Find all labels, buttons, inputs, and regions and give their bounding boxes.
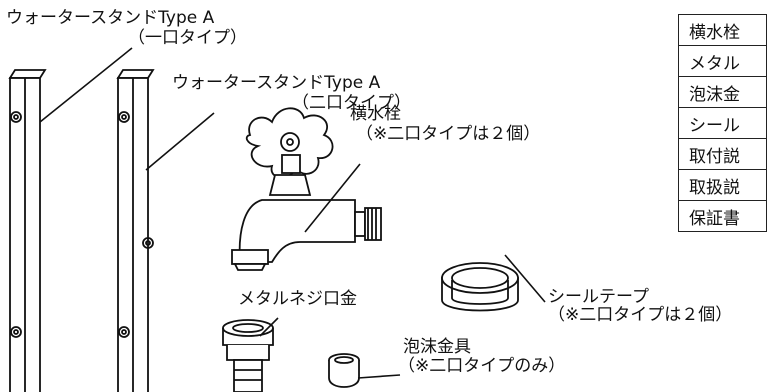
parts-cell: メタル xyxy=(678,45,767,77)
table-row: 取付説 xyxy=(678,138,767,170)
parts-cell: 泡沫金 xyxy=(678,76,767,108)
parts-cell: 取付説 xyxy=(678,138,767,170)
faucet xyxy=(231,107,382,271)
seal-tape-label: シールテープ xyxy=(548,287,649,307)
table-row: 取扱説 xyxy=(678,169,767,201)
parts-cell: 保証書 xyxy=(678,200,767,232)
water-stand-single xyxy=(8,69,47,392)
stand-double-label: ウォータースタンドType A xyxy=(172,73,381,93)
table-row: 泡沫金 xyxy=(678,76,767,108)
table-row: シール xyxy=(678,107,767,139)
water-stand-double xyxy=(116,69,155,392)
parts-cell: 取扱説 xyxy=(678,169,767,201)
leader-lines xyxy=(39,47,546,379)
stand-double-sublabel: （二口タイプ） xyxy=(292,93,411,113)
aerator-label: 泡沫金具 xyxy=(403,337,471,357)
table-row: 保証書 xyxy=(678,200,767,232)
seal-tape xyxy=(441,262,519,312)
metal-nozzle-label: メタルネジ口金 xyxy=(238,289,357,309)
stand-single-sublabel: （一口タイプ） xyxy=(128,28,247,48)
table-row: メタル xyxy=(678,45,767,77)
table-row: 横水栓 xyxy=(678,14,767,46)
faucet-label: 横水栓 xyxy=(350,104,401,124)
faucet-sublabel: （※二口タイプは２個） xyxy=(356,124,541,144)
metal-nozzle xyxy=(222,319,274,392)
parts-cell: シール xyxy=(678,107,767,139)
parts-cell: 横水栓 xyxy=(678,14,767,46)
stand-single-label: ウォータースタンドType A xyxy=(6,8,215,28)
parts-list-table: 横水栓 メタル 泡沫金 シール 取付説 取扱説 保証書 xyxy=(678,14,767,232)
aerator-fitting xyxy=(328,353,360,388)
seal-tape-sublabel: （※二口タイプは２個） xyxy=(548,305,733,325)
aerator-sublabel: （※二口タイプのみ） xyxy=(398,356,566,376)
